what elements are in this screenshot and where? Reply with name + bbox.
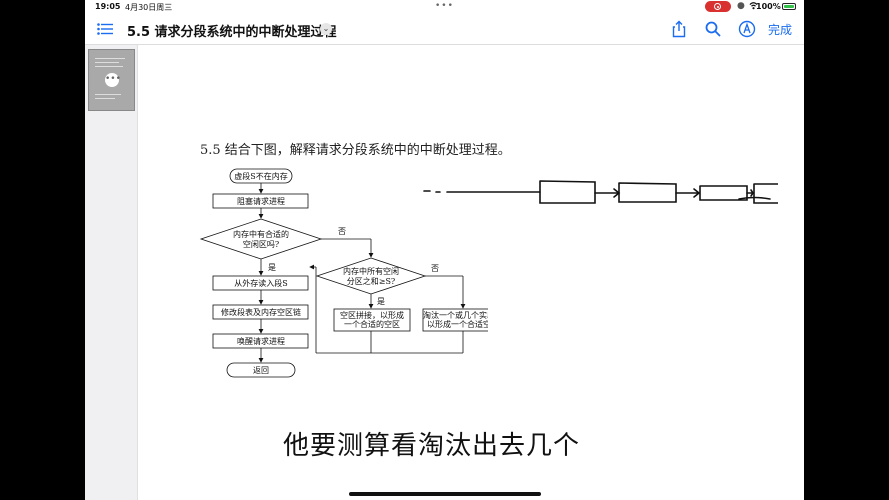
flow-load [212,275,309,291]
microphone-icon: ● [737,1,745,11]
flow-return [226,362,296,378]
thumbnail-sidebar: ••• [85,45,138,500]
record-icon[interactable] [705,1,731,12]
markup-icon[interactable] [738,20,756,38]
flow-evict-line-1: 淘汰一个或几个实段， [423,310,488,320]
more-icon[interactable]: ••• [105,73,121,87]
flow-start-label: 虚段S不在内存 [234,171,287,181]
flow-block-label: 阻塞请求进程 [237,196,285,206]
flow-compact-line-1: 空区拼接，以形成 [340,310,404,320]
app-window: 19:05 4月30日周三 ••• ● 100% 5.5 请求分段系统中的中断处… [85,0,804,500]
flowchart: 虚段S不在内存 阻塞请求进程 内存中有合适的 空闲区吗? 否 是 从外存读入段S… [199,168,488,378]
flow-load-label: 从外存读入段S [234,278,287,288]
document-title[interactable]: 5.5 请求分段系统中的中断处理过程 [127,25,337,40]
flow-yes-label-2: 是 [377,297,385,306]
multitasking-dots[interactable]: ••• [435,1,454,11]
handwritten-dash [738,196,771,200]
flow-decision-2 [315,257,427,295]
flow-wake-label: 唤醒请求进程 [237,336,285,346]
flow-no-label-1: 否 [338,227,346,236]
status-date: 4月30日周三 [125,3,173,12]
flow-decision-1-line-2: 空闲区吗? [243,239,279,249]
status-time: 19:05 [95,2,121,11]
flow-return-label: 返回 [253,366,269,375]
flow-modify [212,304,309,320]
flow-decision-2-line-1: 内存中所有空闲 [343,266,399,276]
flow-yes-label-1: 是 [268,263,276,272]
wifi-icon [749,2,758,10]
list-icon[interactable] [97,23,113,35]
done-button[interactable]: 完成 [768,23,793,37]
flow-modify-label: 修改段表及内存空区链 [221,307,301,317]
flow-wake [212,333,309,349]
toolbar: 5.5 请求分段系统中的中断处理过程 ⌄ 完成 [85,14,804,45]
chevron-down-icon[interactable]: ⌄ [320,23,332,35]
search-icon[interactable] [704,20,722,38]
share-icon[interactable] [670,20,688,38]
battery-percentage: 100% [756,2,781,11]
page-thumbnail[interactable]: ••• [88,49,135,111]
flow-compact [333,308,411,332]
flow-block [212,193,309,209]
flow-compact-line-2: 一个合适的空区 [344,319,400,329]
flow-decision-2-line-2: 分区之和≥S? [347,276,395,286]
battery-icon [782,3,796,10]
flow-no-label-2: 否 [431,264,439,273]
handwritten-note: 他要测算看淘汰出去几个 [283,431,581,461]
flow-decision-1-line-1: 内存中有合适的 [233,229,289,239]
flow-evict-line-2: 以形成一个合适空区 [427,319,488,329]
status-bar: 19:05 4月30日周三 ••• ● 100% [85,0,804,14]
document-page: 5.5 结合下图，解释请求分段系统中的中断处理过程。 [138,45,804,500]
home-indicator[interactable] [349,492,541,496]
handwritten-sketch [423,180,778,204]
question-text: 5.5 结合下图，解释请求分段系统中的中断处理过程。 [200,143,511,158]
flow-decision-1 [199,218,323,260]
